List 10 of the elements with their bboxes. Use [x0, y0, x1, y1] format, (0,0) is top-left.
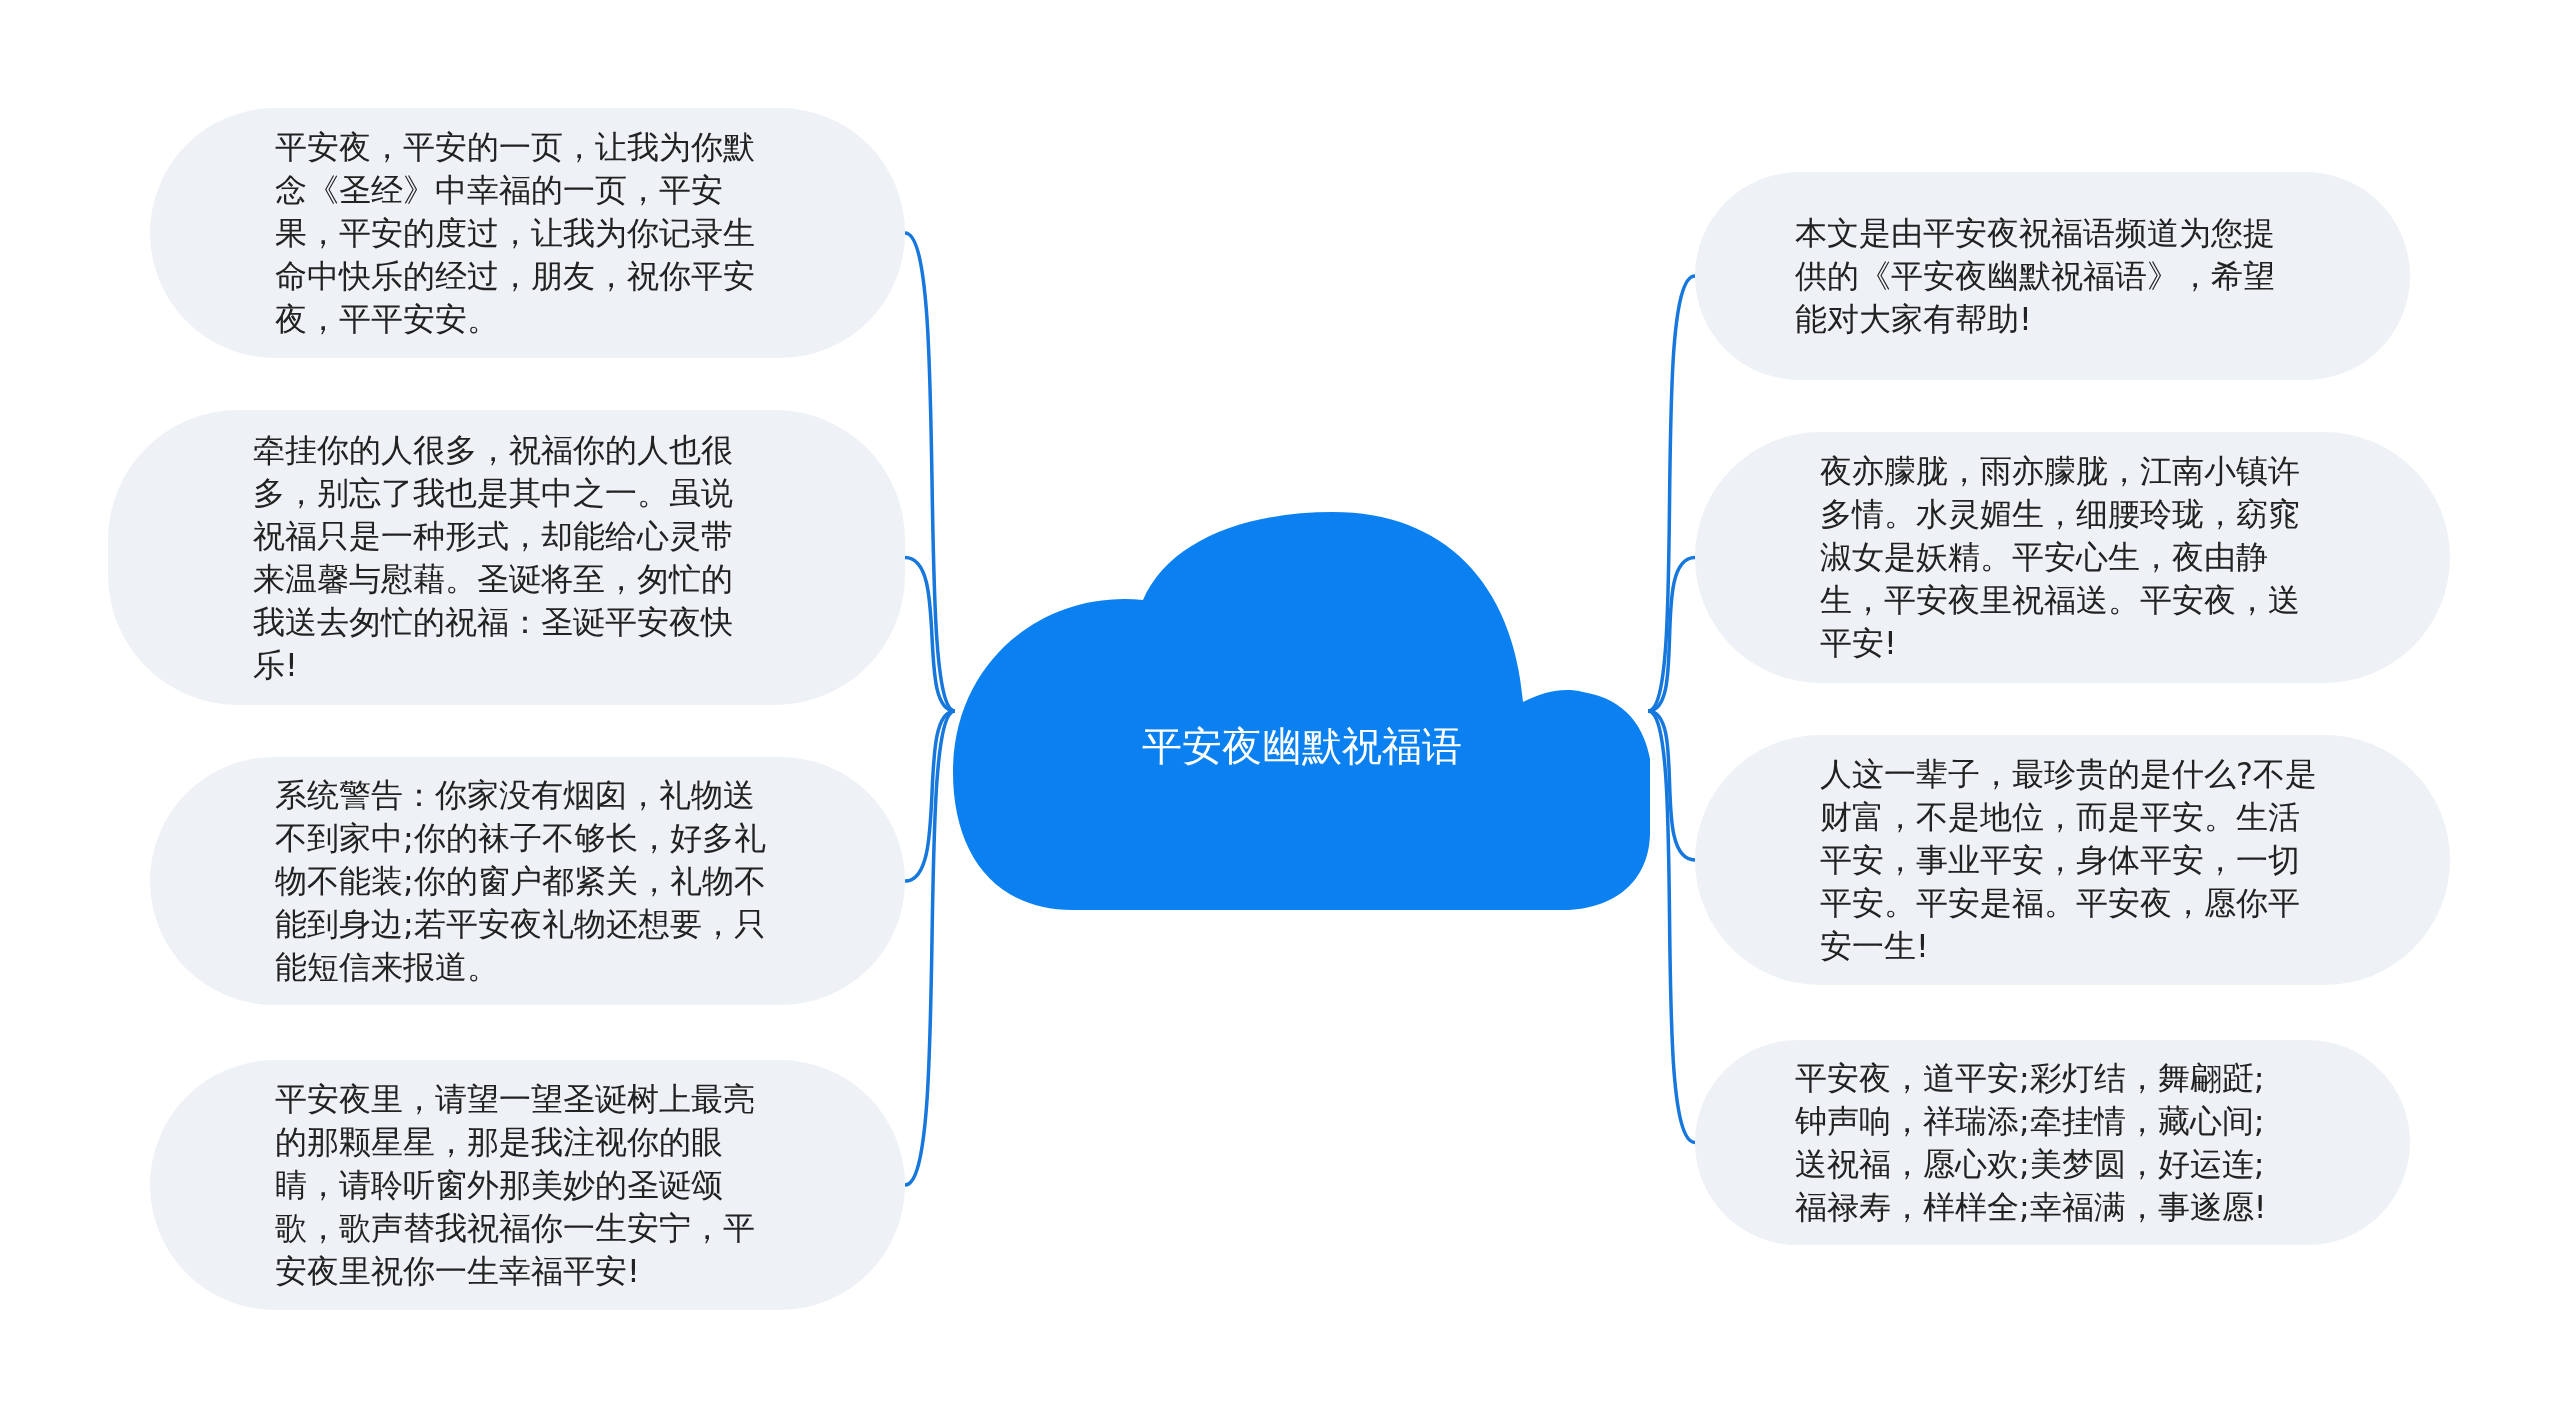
- wish-text: 平安夜，平安的一页，让我为你默念《圣经》中幸福的一页，平安果，平安的度过，让我为你记录生命中快乐的经过，朋友，祝你平安夜，平平安安。: [275, 126, 756, 340]
- wish-text: 牵挂你的人很多，祝福你的人也很多，别忘了我也是其中之一。虽说祝福只是一种形式，却能给心灵带来温馨与慰藉。圣诞将至，匆忙的我送去匆忙的祝福：圣诞平安夜快乐!: [253, 429, 734, 686]
- wish-text: 系统警告：你家没有烟囱，礼物送不到家中;你的袜子不够长，好多礼物不能装;你的窗户都紧关，礼物不能到身边;若平安夜礼物还想要，只能短信来报道。: [275, 774, 767, 988]
- wish-text: 平安夜，道平安;彩灯结，舞翩跹;钟声响，祥瑞添;牵挂情，藏心间;送祝福，愿心欢;美梦圆，好运连;福禄寿，样样全;幸福满，事遂愿!: [1795, 1057, 2268, 1228]
- wish-text: 夜亦朦胧，雨亦朦胧，江南小镇许多情。水灵媚生，细腰玲珑，窈窕淑女是妖精。平安心生，夜由静生，平安夜里祝福送。平安夜，送平安!: [1820, 451, 2301, 664]
- wish-text: 本文是由平安夜祝福语频道为您提供的《平安夜幽默祝福语》，希望能对大家有帮助!: [1795, 212, 2276, 340]
- wish-text: 平安夜里，请望一望圣诞树上最亮的那颗星星，那是我注视你的眼睛，请聆听窗外那美妙的圣诞颂歌，歌声替我祝福你一生安宁，平安夜里祝你一生幸福平安!: [275, 1078, 756, 1292]
- wish-text: 人这一辈子，最珍贵的是什么?不是财富，不是地位，而是平安。生活平安，事业平安，身体平安，一切平安。平安是福。平安夜，愿你平安一生!: [1820, 753, 2318, 967]
- cloud-shape: [953, 512, 1650, 910]
- central-topic: 平安夜幽默祝福语: [1141, 721, 1462, 771]
